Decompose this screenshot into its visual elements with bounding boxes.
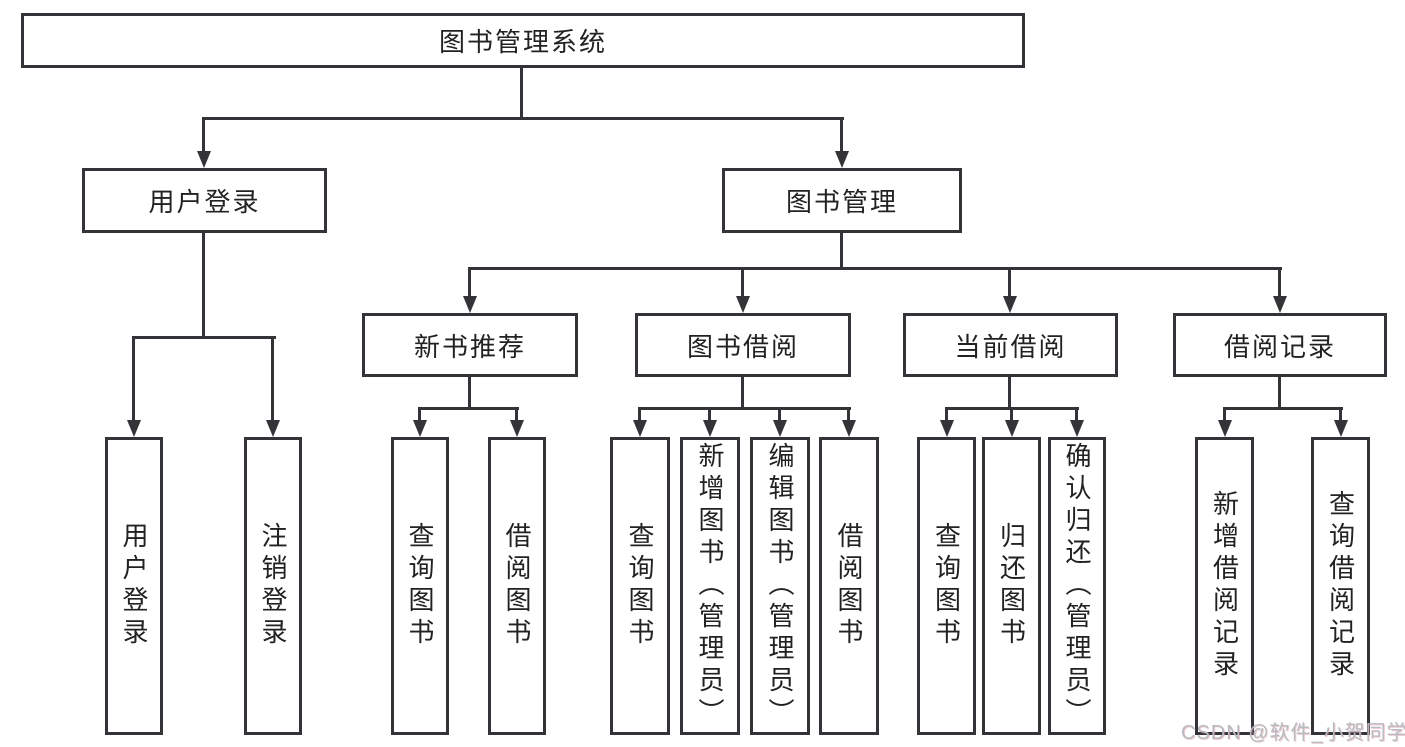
leaf-label: 归还图书 — [996, 522, 1027, 650]
arrow-down-icon — [1005, 420, 1019, 437]
leaf-label: 新增借阅记录 — [1209, 490, 1240, 682]
arrow-down-icon — [940, 420, 954, 437]
connector-vline — [132, 336, 135, 423]
arrow-down-icon — [1003, 296, 1017, 313]
node-book-borrow: 图书借阅 — [635, 313, 851, 377]
arrow-down-icon — [633, 420, 647, 437]
connector-hline — [468, 267, 1282, 270]
arrow-down-icon — [413, 420, 427, 437]
leaf-borrow-books: 借阅图书 — [819, 437, 879, 735]
connector-vline — [1075, 407, 1078, 423]
connector-hline — [132, 336, 276, 339]
arrow-down-icon — [510, 420, 524, 437]
node-user-login: 用户登录 — [82, 168, 327, 233]
csdn-watermark: CSDN @软件_小贺同学 — [1181, 722, 1405, 744]
leaf-query-borrow-record: 查询借阅记录 — [1311, 437, 1370, 735]
connector-vline — [271, 336, 274, 423]
node-new-book-recommend: 新书推荐 — [362, 313, 578, 377]
leaf-label: 新增图书（管理员） — [695, 442, 725, 730]
leaf-user-login: 用户登录 — [105, 437, 163, 735]
connector-vline — [741, 377, 744, 409]
leaf-logout: 注销登录 — [244, 437, 302, 735]
connector-hline — [418, 407, 519, 410]
connector-vline — [1339, 407, 1342, 423]
arrow-down-icon — [703, 420, 717, 437]
leaf-label: 注销登录 — [258, 522, 288, 650]
connector-vline — [1278, 377, 1281, 409]
leaf-query-books-borrow: 查询图书 — [610, 437, 670, 735]
connector-vline — [1008, 377, 1011, 409]
arrow-down-icon — [463, 296, 477, 313]
node-borrow-records: 借阅记录 — [1173, 313, 1387, 377]
leaf-query-books-recommend: 查询图书 — [391, 437, 449, 735]
arrow-down-icon — [842, 420, 856, 437]
leaf-borrow-books-recommend: 借阅图书 — [488, 437, 546, 735]
arrow-down-icon — [1070, 420, 1084, 437]
arrow-down-icon — [197, 151, 211, 168]
node-label: 用户登录 — [148, 187, 261, 217]
node-label: 新书推荐 — [413, 331, 526, 362]
leaf-confirm-return-admin: 确认归还（管理员） — [1048, 437, 1106, 735]
leaf-edit-books-admin: 编辑图书（管理员） — [750, 437, 810, 735]
arrow-down-icon — [835, 151, 849, 168]
connector-vline — [847, 407, 850, 423]
connector-vline — [515, 407, 518, 423]
connector-vline — [520, 66, 523, 119]
connector-vline — [1278, 267, 1281, 300]
connector-vline — [202, 233, 205, 338]
leaf-label: 用户登录 — [119, 522, 149, 650]
node-book-management-system: 图书管理系统 — [21, 13, 1025, 68]
connector-vline — [1010, 407, 1013, 423]
connector-vline — [1008, 267, 1011, 300]
leaf-query-books-current: 查询图书 — [917, 437, 976, 735]
leaf-label: 借阅图书 — [502, 522, 532, 650]
leaf-label: 查询借阅记录 — [1325, 490, 1356, 682]
node-label: 图书借阅 — [686, 331, 799, 362]
leaf-label: 查询图书 — [625, 522, 655, 650]
arrow-down-icon — [1334, 420, 1348, 437]
connector-vline — [840, 233, 843, 269]
leaf-label: 借阅图书 — [834, 522, 864, 650]
node-label: 借阅记录 — [1223, 331, 1336, 362]
arrow-down-icon — [266, 420, 280, 437]
arrow-down-icon — [1218, 420, 1232, 437]
connector-hline — [1223, 407, 1343, 410]
connector-vline — [741, 267, 744, 300]
node-label: 当前借阅 — [954, 331, 1067, 362]
connector-vline — [202, 117, 205, 154]
connector-hline — [202, 117, 844, 120]
connector-vline — [1223, 407, 1226, 423]
arrow-down-icon — [736, 296, 750, 313]
connector-vline — [778, 407, 781, 423]
leaf-label: 确认归还（管理员） — [1062, 442, 1092, 730]
node-book-management: 图书管理 — [722, 168, 962, 233]
leaf-label: 编辑图书（管理员） — [765, 442, 795, 730]
leaf-add-borrow-record: 新增借阅记录 — [1195, 437, 1254, 735]
connector-vline — [418, 407, 421, 423]
connector-vline — [708, 407, 711, 423]
connector-vline — [945, 407, 948, 423]
connector-vline — [840, 117, 843, 154]
arrow-down-icon — [127, 420, 141, 437]
connector-vline — [468, 377, 471, 409]
leaf-label: 查询图书 — [931, 522, 962, 650]
arrow-down-icon — [773, 420, 787, 437]
node-current-borrow: 当前借阅 — [903, 313, 1118, 377]
node-label: 图书管理系统 — [438, 27, 607, 57]
leaf-add-books-admin: 新增图书（管理员） — [680, 437, 740, 735]
connector-vline — [468, 267, 471, 300]
node-label: 图书管理 — [785, 187, 898, 217]
leaf-label: 查询图书 — [405, 522, 435, 650]
leaf-return-books: 归还图书 — [982, 437, 1041, 735]
arrow-down-icon — [1273, 296, 1287, 313]
connector-hline — [638, 407, 851, 410]
connector-vline — [638, 407, 641, 423]
